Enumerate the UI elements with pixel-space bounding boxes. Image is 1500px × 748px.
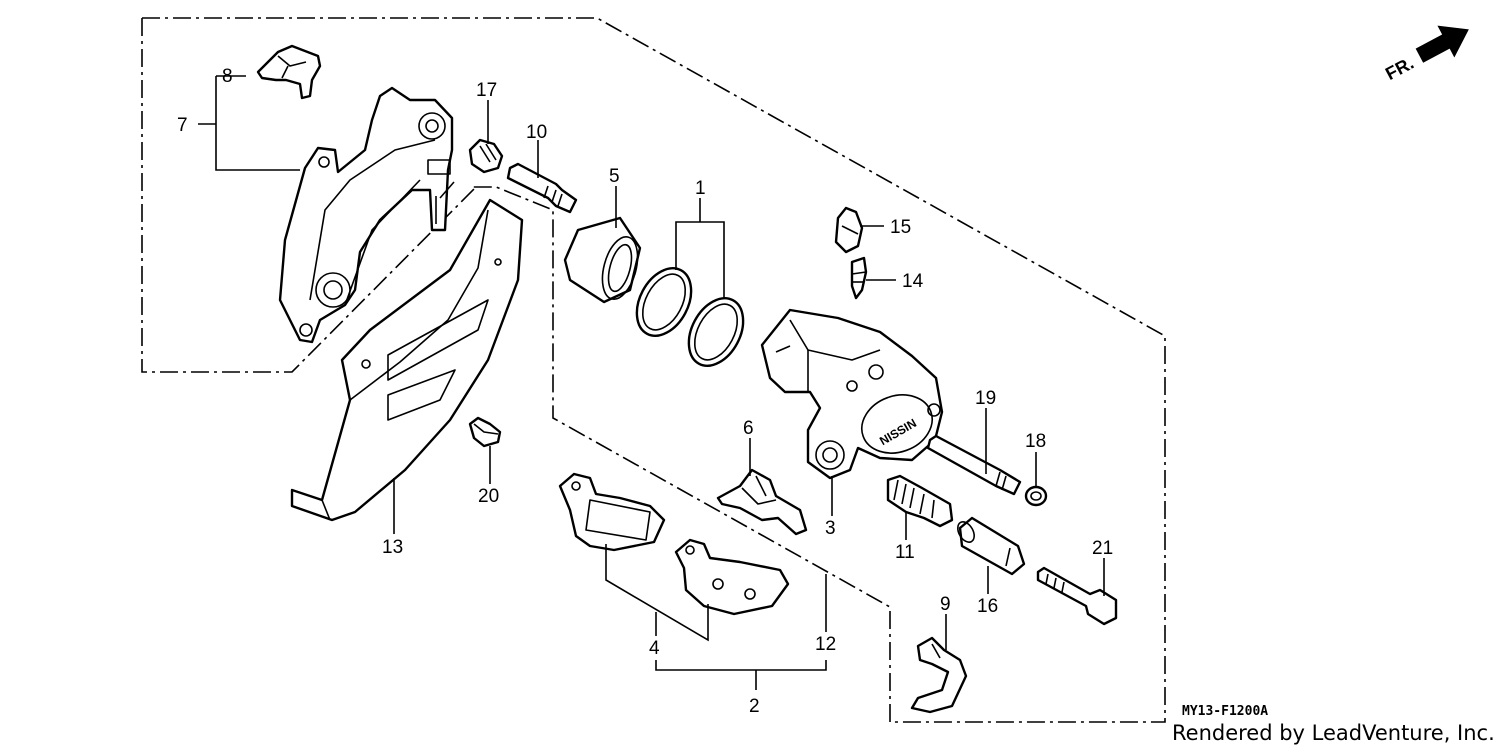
callout-2: 2 (749, 696, 760, 717)
leader-lines (198, 75, 1105, 690)
callout-5: 5 (609, 166, 620, 187)
callout-labels: 8 7 17 10 5 1 15 14 19 18 6 3 11 21 16 9… (177, 66, 1113, 717)
piston-seals-part-1 (635, 267, 745, 367)
pad-spring-part-6 (716, 468, 808, 536)
callout-15: 15 (890, 217, 911, 238)
plug-part-18 (1024, 485, 1048, 507)
callout-17: 17 (476, 80, 497, 101)
front-direction-indicator: FR. (1382, 25, 1469, 84)
callout-13: 13 (382, 537, 403, 558)
pin-boot-part-11 (886, 474, 954, 528)
callout-16: 16 (977, 596, 998, 617)
sleeve-part-16 (957, 516, 1026, 576)
callout-3: 3 (825, 518, 836, 539)
pad-pin-part-19 (926, 434, 1022, 496)
front-arrow-icon (1415, 25, 1469, 63)
callout-14: 14 (902, 271, 924, 292)
assembly-boundary (141, 17, 1166, 723)
callout-7: 7 (177, 115, 188, 136)
callout-6: 6 (743, 418, 754, 439)
callout-18: 18 (1025, 431, 1046, 452)
callout-9: 9 (940, 594, 951, 615)
callout-4: 4 (649, 638, 660, 659)
drawing-code: MY13-F1200A (1182, 704, 1268, 719)
render-credit: Rendered by LeadVenture, Inc. (1172, 721, 1495, 745)
callout-11: 11 (895, 542, 915, 563)
guard-bolt-part-20 (468, 416, 502, 448)
caliper-guard-part-13 (290, 198, 524, 522)
pad-retainer-part-8 (256, 44, 322, 100)
clip-part-9 (910, 636, 968, 714)
callout-10: 10 (526, 122, 547, 143)
callout-1: 1 (695, 178, 706, 199)
callout-12: 12 (815, 634, 836, 655)
bleeder-valve-part-14 (850, 256, 868, 300)
callout-8: 8 (222, 66, 233, 87)
caliper-body-part-3: NISSIN (760, 308, 944, 480)
caliper-bracket-part-7 (278, 86, 455, 344)
callout-20: 20 (478, 486, 499, 507)
brake-pads-part-4 (558, 472, 790, 616)
piston-part-5 (563, 216, 642, 304)
pin-part-10 (506, 162, 578, 214)
mounting-bolt-part-21 (1036, 566, 1118, 626)
callout-19: 19 (975, 388, 996, 409)
bleeder-cap-part-15 (834, 206, 864, 254)
front-direction-label: FR. (1382, 53, 1417, 84)
boot-part-17 (468, 138, 504, 174)
callout-21: 21 (1092, 538, 1113, 559)
